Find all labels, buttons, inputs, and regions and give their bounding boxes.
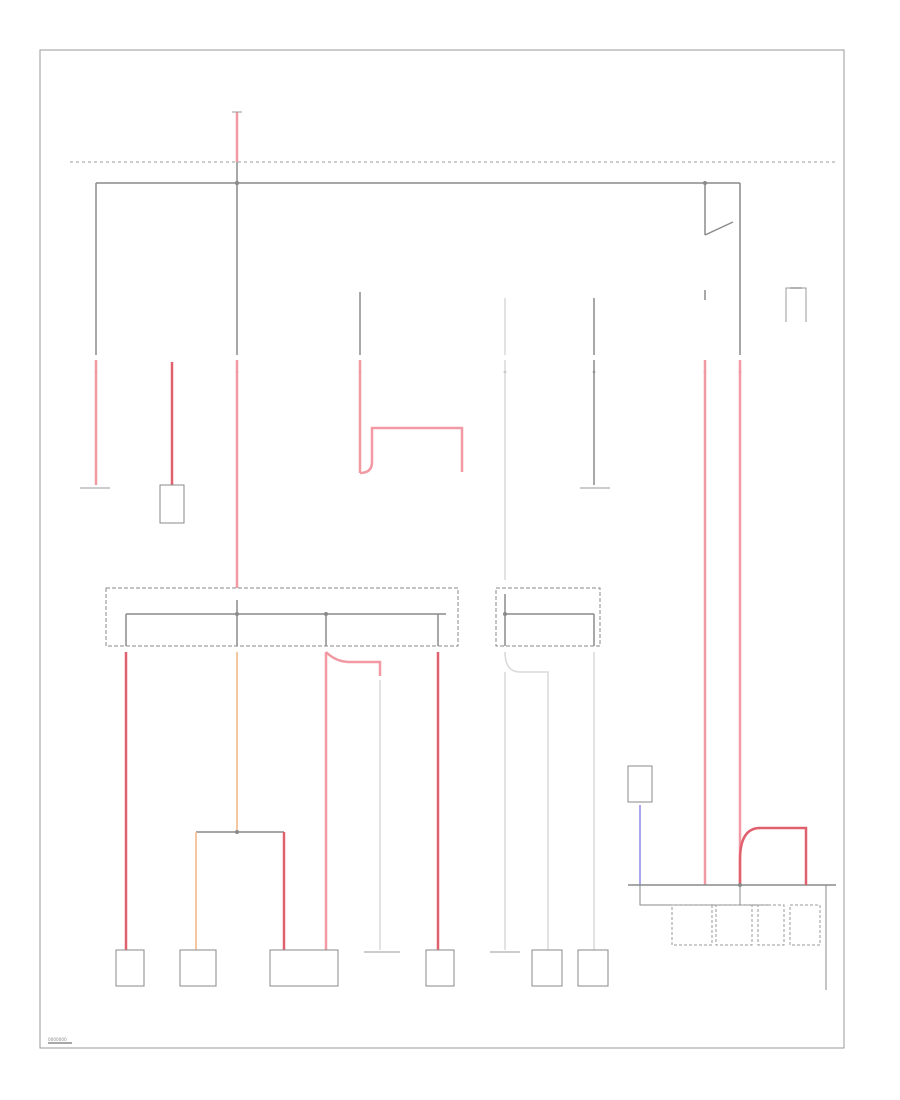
power-source-top (232, 111, 242, 162)
fuse-branch-3 (704, 183, 741, 355)
lower-components (115, 949, 609, 987)
lower-right-assembly (627, 765, 836, 990)
connector-row-upper (94, 370, 742, 374)
page-id: 0000000 (48, 1037, 67, 1042)
component-box-upper (159, 484, 185, 524)
diagram-frame (39, 49, 845, 1049)
module-right (495, 587, 601, 647)
main-bus (96, 162, 740, 186)
splice-lower-left (195, 830, 286, 950)
relay-upper-right (785, 287, 807, 322)
module-left (105, 587, 459, 647)
